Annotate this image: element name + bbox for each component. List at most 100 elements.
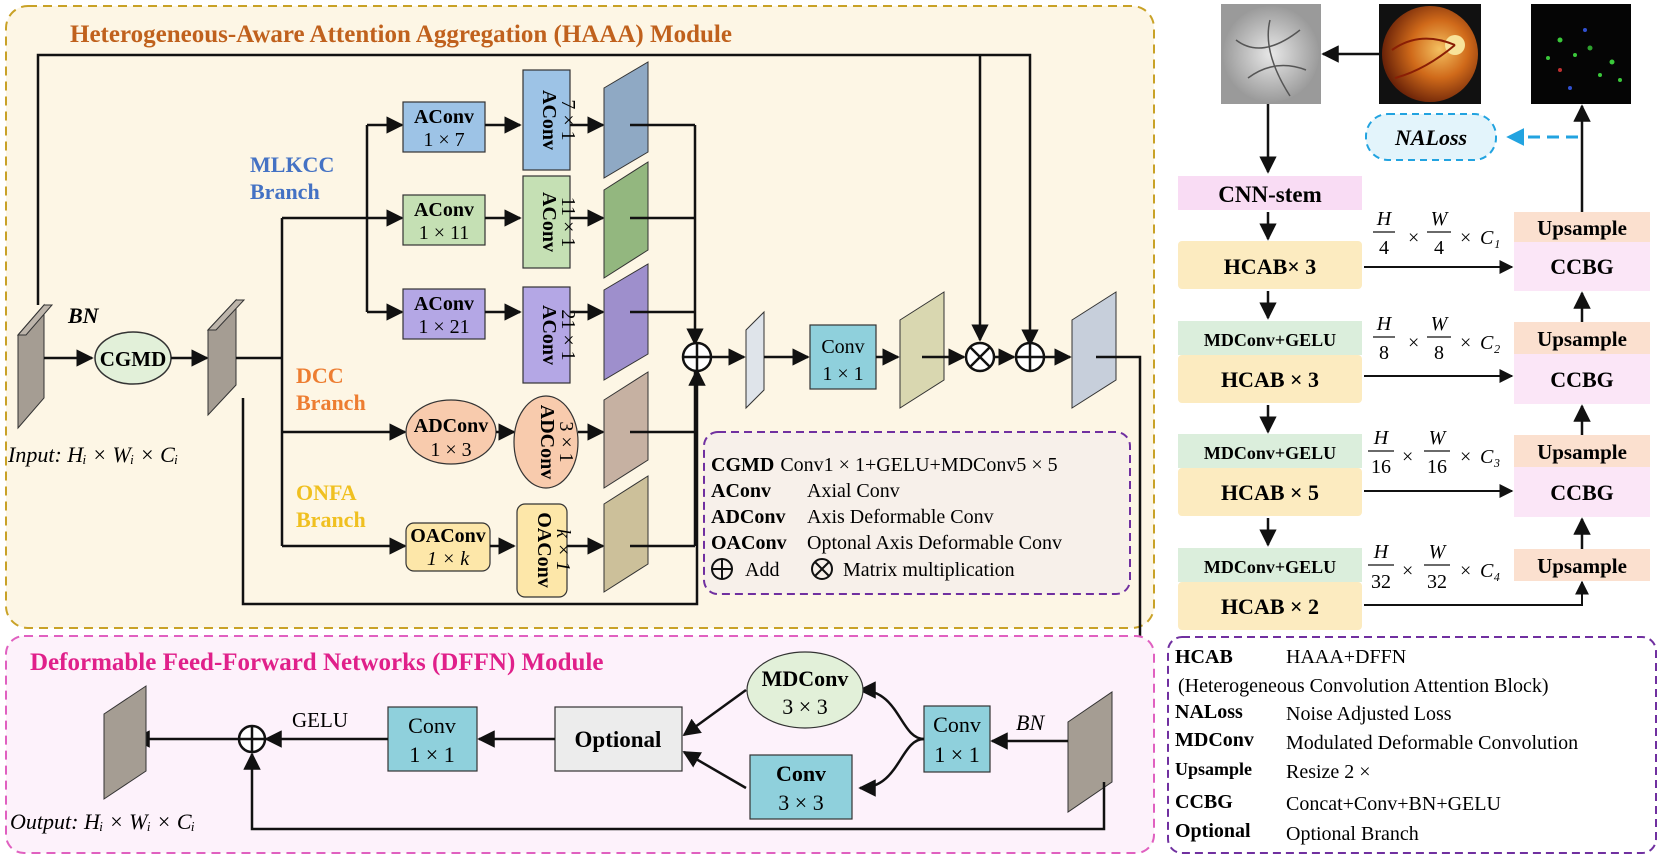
encoder-stage-2 [1178,355,1362,403]
haaa-module: Heterogeneous-Aware Attention Aggregatio… [5,5,1155,736]
haaa-conv-1x1 [809,324,877,390]
svg-text:AConv: AConv [538,192,560,252]
aconv-11x1-block [522,175,571,269]
svg-text:×: × [1460,332,1471,354]
svg-text:AConv: AConv [711,480,771,502]
conv-output-feature [899,291,945,409]
svg-text:32: 32 [1371,571,1391,593]
svg-text:MDConv+GELU: MDConv+GELU [1204,557,1336,577]
svg-text:16: 16 [1427,456,1447,478]
add-node-2 [1014,341,1046,373]
svg-text:7 × 1: 7 × 1 [557,99,579,140]
mdconv-gelu-block-2 [1178,321,1362,355]
aconv-1x7-block [402,101,486,153]
svg-text:8: 8 [1434,342,1444,364]
svg-text:H: H [1376,313,1393,335]
svg-text:H: H [1373,427,1390,449]
svg-text:W: W [1429,427,1448,449]
svg-text:Conv: Conv [408,713,456,738]
svg-text:MDConv+GELU: MDConv+GELU [1204,443,1336,463]
cgmd-label: CGMD [100,347,167,371]
input-tensor-top [16,304,54,336]
svg-text:Modulated Deformable Convoluti: Modulated Deformable Convolution [1286,732,1578,754]
svg-text:C₃: C₃ [1480,446,1500,468]
dffn-add-node [237,724,267,754]
svg-text:HCAB × 2: HCAB × 2 [1221,594,1319,619]
svg-text:NALoss: NALoss [1394,125,1467,150]
svg-text:AConv: AConv [414,199,474,221]
svg-text:H: H [1376,208,1393,230]
svg-text:C₁: C₁ [1480,227,1500,249]
skip-connection-bottom [241,368,706,606]
mdconv-gelu-block-4 [1178,548,1362,582]
ccbg-block-3 [1514,467,1650,517]
svg-text:1 × 1: 1 × 1 [409,742,454,767]
preprocessed-image [1221,4,1321,104]
svg-text:4: 4 [1434,237,1444,259]
svg-text:×: × [1460,560,1471,582]
svg-text:Noise Adjusted Loss: Noise Adjusted Loss [1286,703,1452,725]
svg-text:OAConv: OAConv [410,525,486,547]
input-label: Input: Hᵢ × Wᵢ × Cᵢ [7,442,178,467]
svg-text:HCAB × 3: HCAB × 3 [1221,367,1319,392]
svg-text:ADConv: ADConv [414,415,488,437]
svg-text:C₄: C₄ [1480,560,1500,582]
dffn-output-tensor [103,685,147,800]
svg-text:Matrix multiplication: Matrix multiplication [843,559,1015,581]
add-node-1 [681,341,713,373]
svg-text:Add: Add [745,559,779,581]
encoder-stage-1 [1178,241,1362,289]
conv-3x3-block [749,754,853,820]
svg-text:Concat+Conv+BN+GELU: Concat+Conv+BN+GELU [1286,793,1501,815]
svg-text:CCBG: CCBG [1550,367,1614,392]
bn-label: BN [67,303,100,328]
svg-text:×: × [1460,227,1471,249]
svg-text:HCAB: HCAB [1175,646,1233,668]
svg-text:AConv: AConv [414,293,474,315]
haaa-title: Heterogeneous-Aware Attention Aggregatio… [70,21,732,48]
svg-text:Upsample: Upsample [1537,216,1627,240]
svg-text:21 × 1: 21 × 1 [557,309,579,360]
dffn-conv-1x1 [923,705,991,773]
svg-text:Conv: Conv [933,712,981,737]
mdconv-gelu-block-3 [1178,434,1362,468]
svg-text:ADConv: ADConv [536,405,558,479]
svg-text:W: W [1431,313,1450,335]
svg-text:1 × 1: 1 × 1 [934,742,979,767]
svg-text:k × 1: k × 1 [552,529,574,571]
svg-text:Optional: Optional [1175,820,1251,842]
svg-text:1 × 11: 1 × 11 [419,222,470,244]
svg-text:3 × 3: 3 × 3 [778,790,823,815]
output-label: Output: Hᵢ × Wᵢ × Cᵢ [10,809,195,834]
aggregated-feature [745,310,765,410]
glossary-panel: HCAB HAAA+DFFN (Heterogeneous Convolutio… [1167,636,1657,854]
svg-text:H: H [1373,541,1390,563]
matrix-mult-legend-icon [811,558,833,580]
svg-text:1 × 1: 1 × 1 [822,363,863,385]
scale-label-3: H 16 × W 16 × C₃ [1368,427,1500,478]
svg-text:Conv: Conv [821,336,864,358]
svg-text:C₂: C₂ [1480,332,1500,354]
svg-text:CCBG: CCBG [1175,791,1233,813]
svg-text:×: × [1402,560,1413,582]
oaconv-kx1-block [516,503,568,598]
svg-text:AConv: AConv [538,90,560,150]
svg-text:Upsample: Upsample [1175,759,1252,779]
svg-text:Axis Deformable Conv: Axis Deformable Conv [807,506,994,528]
svg-text:CCBG: CCBG [1550,480,1614,505]
svg-text:×: × [1460,446,1471,468]
dffn-title: Deformable Feed-Forward Networks (DFFN) … [30,649,603,676]
svg-text:32: 32 [1427,571,1447,593]
upsample-block-2 [1514,322,1650,354]
add-legend-icon [711,558,733,580]
svg-text:AConv: AConv [538,305,560,365]
aconv-21x1-block [522,286,571,384]
svg-text:×: × [1408,227,1419,249]
scale-label-4: H 32 × W 32 × C₄ [1368,541,1500,593]
optional-branch-block [554,706,683,772]
svg-text:×: × [1402,446,1413,468]
